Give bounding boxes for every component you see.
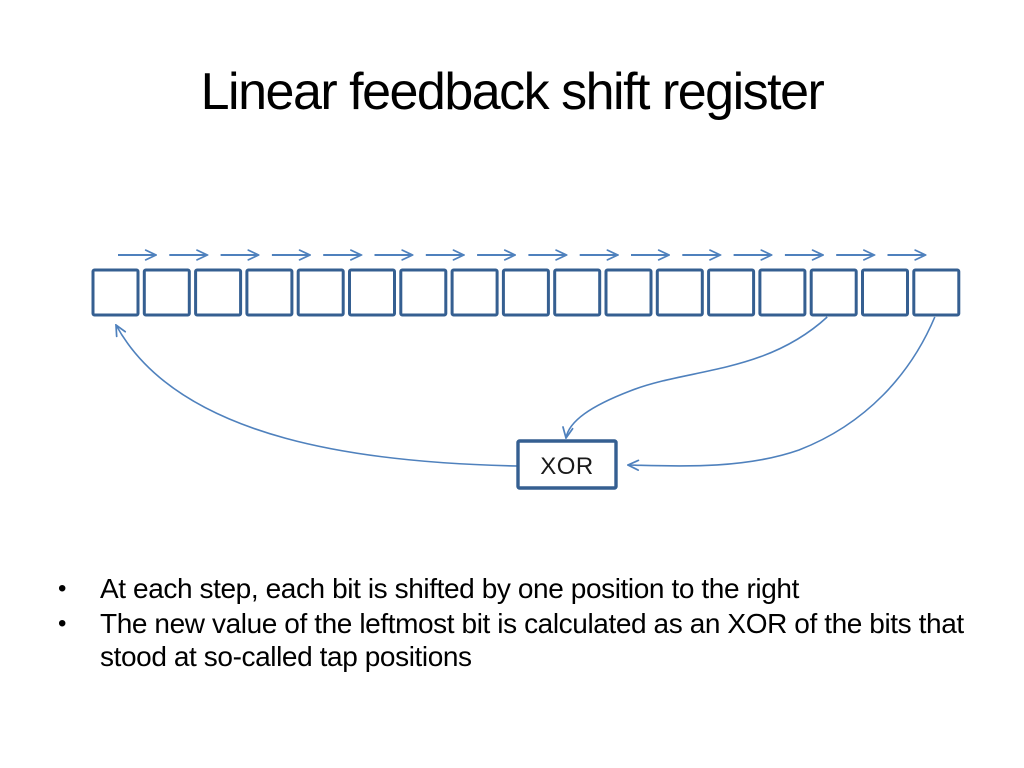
bullet-marker: •: [58, 575, 67, 602]
bullet-item: • The new value of the leftmost bit is c…: [58, 607, 973, 673]
register-box: [450, 268, 499, 317]
xor-label: XOR: [540, 453, 594, 480]
register-box: [296, 268, 345, 317]
register-box: [655, 268, 704, 317]
feedback-connector: [116, 325, 519, 467]
bullet-list: • At each step, each bit is shifted by o…: [58, 572, 973, 675]
register-box: [142, 268, 191, 317]
register-box: [245, 268, 294, 317]
bullet-text: At each step, each bit is shifted by one…: [100, 573, 799, 604]
register-box: [553, 268, 602, 317]
register-box: [912, 268, 961, 317]
register-box: [809, 268, 858, 317]
lfsr-diagram: XOR: [91, 0, 961, 490]
register-box: [604, 268, 653, 317]
bullet-text: The new value of the leftmost bit is cal…: [100, 608, 964, 672]
register-box: [194, 268, 243, 317]
tap-connector: [566, 316, 828, 438]
register-box: [758, 268, 807, 317]
tap-connector: [628, 316, 936, 466]
slide-title: Linear feedback shift register: [200, 63, 825, 121]
register-box: [861, 268, 909, 317]
bullet-marker: •: [58, 610, 67, 637]
register-box: [707, 268, 756, 317]
register-box: [399, 268, 448, 317]
register-box: [91, 268, 140, 317]
register-box: [501, 268, 550, 317]
register-box: [348, 268, 396, 317]
bullet-item: • At each step, each bit is shifted by o…: [58, 572, 973, 605]
xor-box: [516, 439, 618, 490]
